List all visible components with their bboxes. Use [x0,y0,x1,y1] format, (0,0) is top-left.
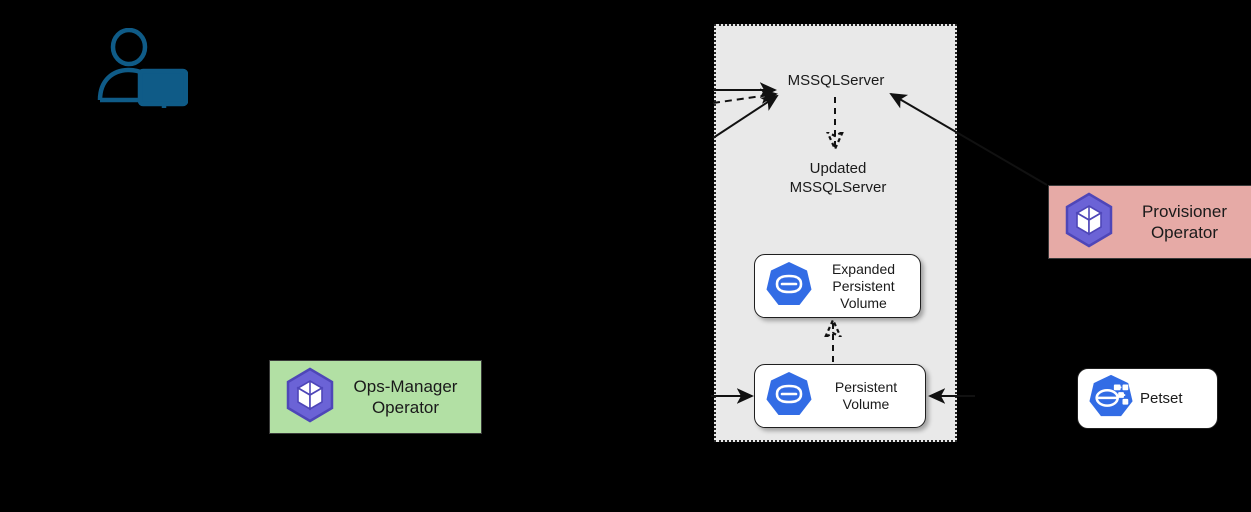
operator-cube-icon [282,367,338,428]
user-at-computer-icon [96,27,189,115]
petset-label: Petset [1140,390,1183,407]
kubernetes-persistent-volume-icon [765,260,813,313]
ops-manager-operator-label: Ops-Manager Operator [353,377,458,417]
operator-cube-icon [1061,192,1117,253]
kubernetes-persistent-volume-icon [765,370,813,423]
mssqlserver-label: MSSQLServer [787,72,885,89]
expanded-persistent-volume-label: Expanded Persistent Volume [831,260,896,311]
provisioner-operator-label: Provisioner Operator [1141,202,1228,242]
persistent-volume-label: Persistent Volume [834,379,898,412]
persistent-volume-box[interactable]: Persistent Volume [754,364,926,428]
provisioner-operator-box[interactable]: Provisioner Operator [1048,185,1251,259]
expanded-persistent-volume-box[interactable]: Expanded Persistent Volume [754,254,921,318]
ops-manager-operator-box[interactable]: Ops-Manager Operator [269,360,482,434]
kubernetes-petset-icon [1088,373,1134,424]
updated-mssqlserver-label: Updated MSSQLServer [789,160,887,196]
petset-box[interactable]: Petset [1077,368,1218,429]
